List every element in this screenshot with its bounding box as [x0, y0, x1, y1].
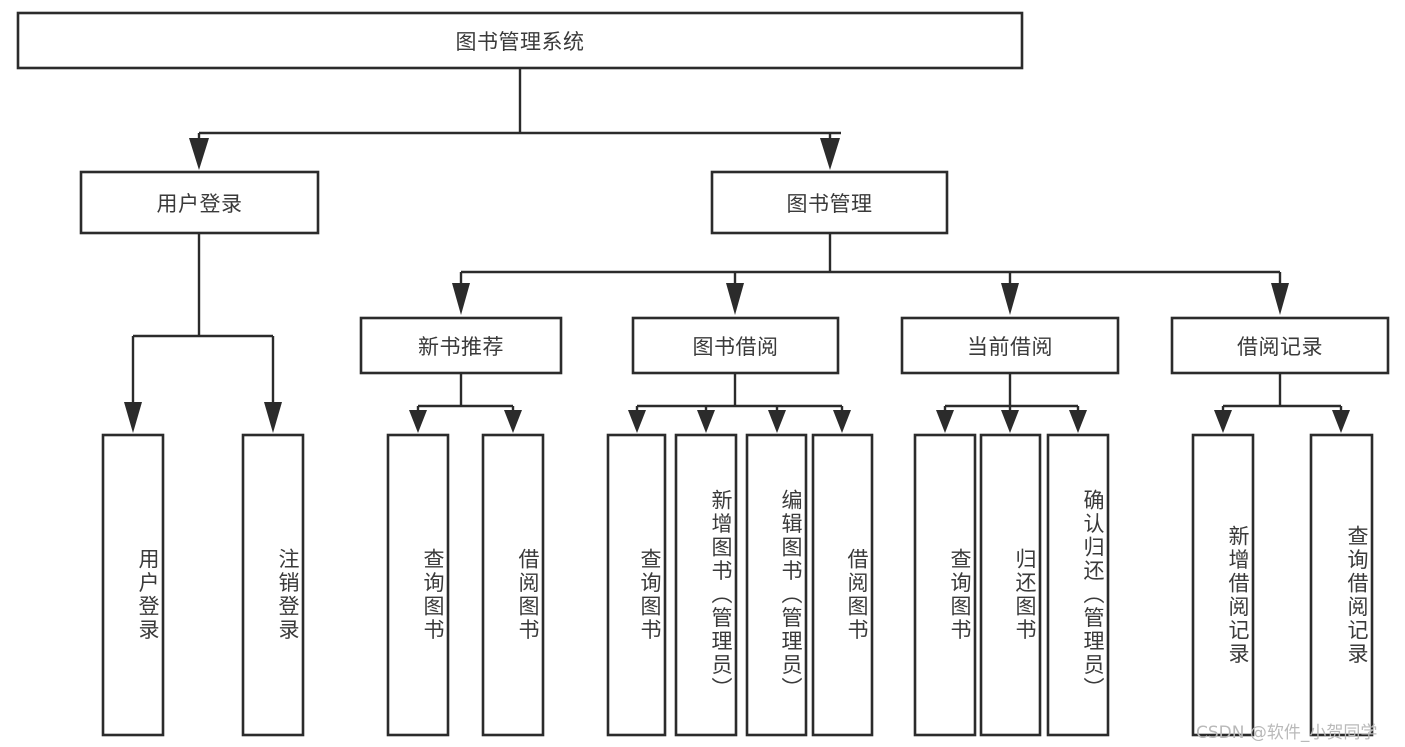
node-box-level2-0[interactable] — [79, 170, 320, 235]
arrow-head-icon — [628, 410, 646, 433]
arrow-head-icon — [697, 410, 715, 433]
node-box-leaf-11[interactable] — [1191, 433, 1255, 737]
node-box-leaf-12[interactable] — [1309, 433, 1374, 737]
arrow-head-icon — [264, 402, 282, 433]
node-box-level3-3[interactable] — [1170, 316, 1390, 375]
node-box-leaf-0[interactable] — [101, 433, 165, 737]
arrow-head-icon — [833, 410, 851, 433]
arrow-head-icon — [768, 410, 786, 433]
arrow-head-icon — [820, 138, 840, 170]
connector-group-borrow-record — [1214, 373, 1350, 433]
arrow-head-icon — [504, 410, 522, 433]
arrow-head-icon — [409, 410, 427, 433]
node-box-root[interactable] — [16, 11, 1024, 70]
node-box-level2-1[interactable] — [710, 170, 949, 235]
connector-group-new-book — [409, 373, 522, 433]
arrow-head-icon — [1271, 283, 1289, 315]
node-box-leaf-9[interactable] — [979, 433, 1042, 737]
arrow-head-icon — [726, 283, 744, 315]
node-box-leaf-7[interactable] — [811, 433, 874, 737]
connector-group-current-borrow — [936, 373, 1087, 433]
node-box-level3-1[interactable] — [631, 316, 840, 375]
arrow-head-icon — [1001, 410, 1019, 433]
node-box-leaf-3[interactable] — [481, 433, 545, 737]
node-box-leaf-8[interactable] — [913, 433, 977, 737]
arrow-head-icon — [1069, 410, 1087, 433]
node-box-level3-2[interactable] — [900, 316, 1120, 375]
node-box-leaf-6[interactable] — [745, 433, 808, 737]
node-box-leaf-10[interactable] — [1046, 433, 1110, 737]
arrow-head-icon — [452, 283, 470, 315]
node-boxes-layer — [16, 11, 1390, 737]
arrow-head-icon — [189, 138, 209, 170]
connector-group-book-borrow — [628, 373, 851, 433]
connector-group-user-login — [124, 233, 282, 433]
arrow-head-icon — [124, 402, 142, 433]
connector-group-root — [189, 68, 841, 170]
arrow-head-icon — [1332, 410, 1350, 433]
connector-group-book-mgmt — [452, 233, 1289, 315]
arrow-head-icon — [936, 410, 954, 433]
node-box-level3-0[interactable] — [359, 316, 563, 375]
arrow-head-icon — [1001, 283, 1019, 315]
node-box-leaf-2[interactable] — [386, 433, 450, 737]
arrow-head-icon — [1214, 410, 1232, 433]
node-box-leaf-4[interactable] — [606, 433, 667, 737]
node-box-leaf-5[interactable] — [674, 433, 738, 737]
node-box-leaf-1[interactable] — [241, 433, 305, 737]
